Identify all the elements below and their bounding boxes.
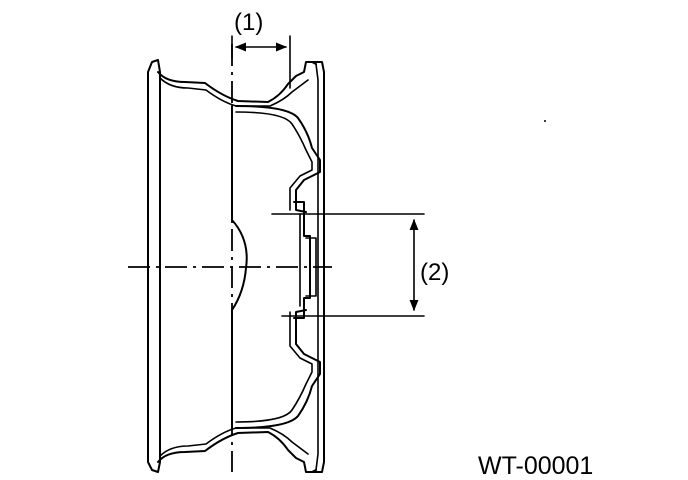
- wheel-disc-upper-inner: [235, 111, 313, 211]
- dimension-2-label: (2): [420, 259, 449, 286]
- rim-profile-bottom-inner: [159, 427, 309, 457]
- left-rim-flange: [147, 59, 161, 473]
- wheel-disc-lower-inner: [235, 311, 313, 423]
- wheel-disc-upper: [235, 105, 321, 213]
- hub-center-bore: [299, 213, 317, 307]
- hub-mounting-face: [293, 201, 311, 319]
- inner-drop-centre: [231, 105, 248, 429]
- wheel-disc-lower: [235, 309, 321, 429]
- rim-profile-top: [157, 61, 317, 103]
- rim-profile-top-inner: [159, 77, 309, 107]
- figure-code: WT-00001: [478, 452, 593, 480]
- rim-profile-bottom: [157, 431, 317, 473]
- scan-speck: [544, 120, 546, 122]
- dimension-1-label: (1): [234, 9, 263, 36]
